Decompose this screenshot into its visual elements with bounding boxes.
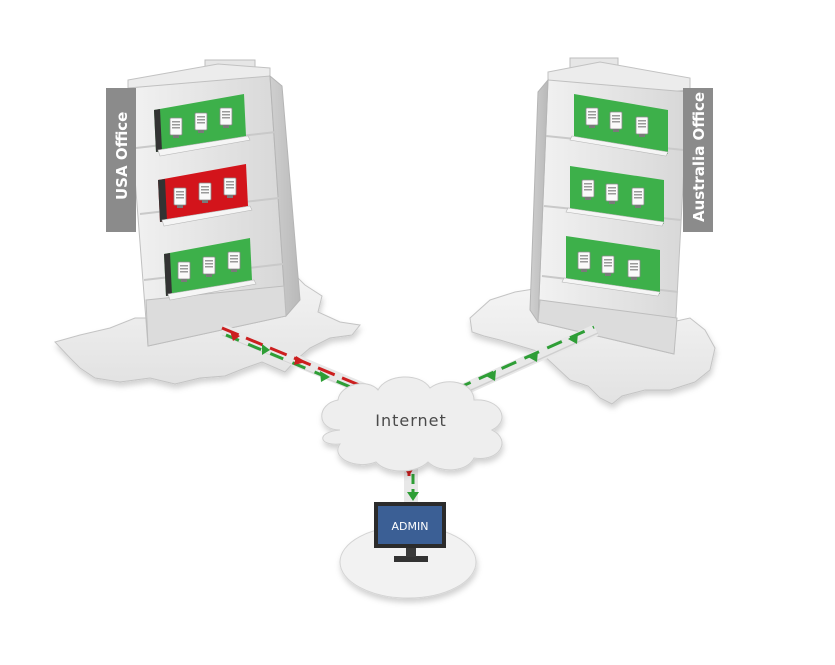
usa-internet-link [219, 324, 379, 400]
server-icon [627, 259, 641, 281]
server-icon [198, 182, 212, 204]
server-icon [223, 177, 237, 199]
arrow-icon [568, 333, 578, 344]
arrow-icon [407, 492, 419, 501]
australia-internet-link [455, 324, 599, 398]
admin-screen [378, 506, 442, 544]
australia-floor-3-rack [561, 236, 661, 297]
server-icon [585, 107, 599, 129]
admin-station: ADMIN [339, 502, 477, 599]
server-icon [202, 256, 216, 278]
usa-floor-2-rack [158, 164, 253, 227]
internet-label: Internet [375, 411, 447, 430]
server-icon [194, 112, 208, 134]
server-icon [609, 111, 623, 133]
arrow-icon [486, 370, 496, 381]
australia-office-label: Australia Office [690, 92, 708, 222]
server-icon [605, 183, 619, 205]
server-icon [601, 255, 615, 277]
server-icon [635, 116, 649, 138]
arrow-icon [320, 371, 330, 382]
usa-floor-3-rack [164, 238, 257, 301]
usa-link-ok-line [225, 333, 373, 398]
usa-office-label: USA Office [113, 112, 131, 200]
server-icon [227, 251, 241, 273]
server-icon [173, 187, 187, 209]
australia-floor-1-rack [569, 94, 669, 157]
monitor-icon: ADMIN [374, 502, 446, 562]
internet-cloud [321, 376, 503, 472]
server-icon [219, 107, 233, 129]
arrow-icon [262, 344, 270, 355]
usa-office-tag [106, 88, 136, 232]
arrow-icon [230, 331, 240, 341]
usa-floor-1-rack [154, 94, 251, 157]
australia-office-tag [683, 88, 713, 232]
australia-office-building: Australia Office [529, 57, 713, 355]
server-icon [631, 187, 645, 209]
server-icon [581, 179, 595, 201]
cloud-icon [321, 376, 503, 472]
australia-floor-2-rack [565, 166, 665, 227]
server-icon [169, 117, 183, 139]
arrow-icon [528, 351, 538, 362]
arrow-icon [294, 356, 306, 365]
admin-label: ADMIN [392, 520, 429, 533]
server-icon [177, 261, 191, 283]
server-icon [577, 251, 591, 273]
usa-office-building: USA Office [106, 59, 301, 347]
